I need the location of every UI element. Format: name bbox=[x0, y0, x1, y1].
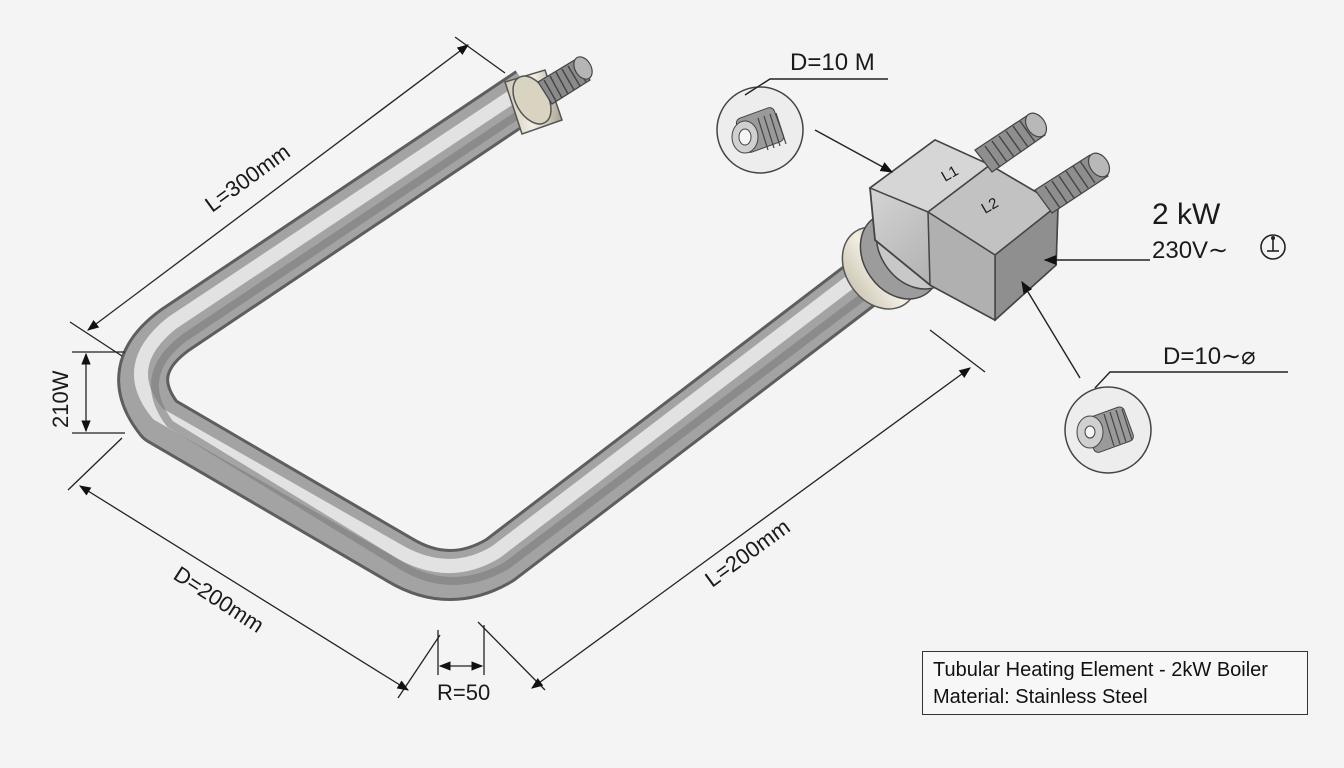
detail-view-bottom bbox=[1064, 386, 1152, 474]
title-block-line2: Material: Stainless Steel bbox=[933, 686, 1148, 708]
callout-voltage: 230V∼ bbox=[1152, 237, 1228, 264]
dimension-lines bbox=[67, 36, 986, 699]
dim-radius: R=50 bbox=[437, 680, 490, 705]
callout-leaders bbox=[744, 78, 1288, 389]
terminal-label-l1: L1 bbox=[939, 162, 962, 185]
terminal-head: L1 L2 bbox=[841, 112, 1111, 322]
earth-symbol-icon bbox=[1260, 234, 1286, 260]
callout-thread-bottom: D=10∼⌀ bbox=[1163, 343, 1256, 370]
title-block-line1: Tubular Heating Element - 2kW Boiler bbox=[933, 659, 1268, 681]
callout-power: 2 kW bbox=[1152, 198, 1221, 231]
title-block: Tubular Heating Element - 2kW Boiler Mat… bbox=[922, 651, 1308, 715]
dim-length-top: L=300mm bbox=[200, 139, 294, 217]
left-end-fitting bbox=[504, 56, 593, 135]
dim-length-right: L=200mm bbox=[700, 514, 794, 592]
detail-view-top bbox=[716, 86, 804, 174]
terminal-stud-l2 bbox=[1034, 152, 1111, 214]
dim-width-side: 210W bbox=[48, 370, 73, 428]
callout-thread-top: D=10 M bbox=[790, 49, 875, 76]
terminal-stud-l1 bbox=[974, 112, 1048, 173]
terminal-label-l2: L2 bbox=[979, 194, 1002, 217]
left-threaded-stud bbox=[537, 56, 593, 105]
